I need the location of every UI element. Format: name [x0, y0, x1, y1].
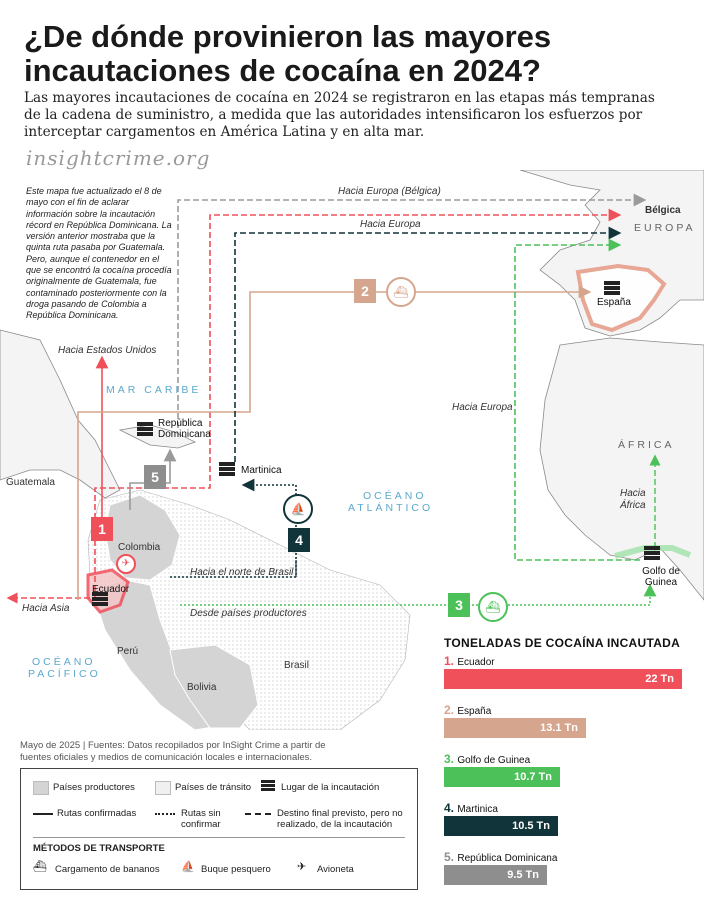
route-label-europa-belgica: Hacia Europa (Bélgica): [338, 186, 441, 197]
seizure-marker-ecuador: [92, 592, 108, 606]
airplane-icon: ✈: [116, 554, 136, 574]
fishing-boat-icon: ⛵: [181, 861, 195, 873]
seizure-marker-rep-dom: [137, 422, 153, 436]
update-note: Este mapa fue actualizado el 8 de mayo c…: [26, 186, 172, 321]
fishing-boat-icon: ⛵: [283, 494, 313, 524]
bar-category: Golfo de Guinea: [457, 755, 531, 766]
legend-label-buque: Buque pesquero: [201, 864, 271, 875]
bar-rank: 1.: [444, 654, 458, 668]
site-label-martinica: Martinica: [241, 465, 282, 476]
route-label-asia: Hacia Asia: [22, 603, 70, 614]
chart-title: TONELADAS DE COCAÍNA INCAUTADA: [444, 636, 681, 650]
bar-rank: 5.: [444, 850, 458, 864]
brand-logo: insightcrime.org: [26, 146, 211, 170]
route-3-golfo: [180, 583, 657, 606]
route-label-paises-productores: Desde países productores: [190, 608, 307, 619]
site-label-golfo: Golfo de Guinea: [642, 566, 680, 588]
route-badge-5: 5: [144, 465, 166, 489]
route-badge-4: 4: [288, 528, 310, 552]
sea-label-caribe: MAR CARIBE: [106, 384, 202, 396]
route-map: [0, 170, 704, 730]
legend-line-final-dest: [245, 813, 271, 815]
route-badge-1: 1: [91, 517, 113, 541]
seizure-marker-martinica: [219, 462, 235, 476]
banana-cargo-icon: ⛴: [478, 592, 508, 622]
airplane-icon: ✈: [297, 861, 307, 873]
route-label-europa-1: Hacia Europa: [360, 219, 421, 230]
page-subtitle: Las mayores incautaciones de cocaína en …: [24, 90, 655, 140]
route-3-europe: [514, 238, 640, 561]
bar-rank: 4.: [444, 801, 458, 815]
legend-label-bananos: Cargamento de bananos: [55, 864, 160, 875]
bolivia-country: [169, 644, 259, 729]
bar-1: 13.1 Tn: [444, 718, 586, 738]
country-label-belgica: Bélgica: [645, 205, 681, 216]
legend-label-productores: Países productores: [53, 782, 135, 793]
country-label-brasil: Brasil: [284, 660, 310, 671]
site-label-ecuador: Ecuador: [92, 584, 130, 595]
country-label-guatemala: Guatemala: [6, 477, 55, 488]
bar-3: 10.5 Tn: [444, 816, 558, 836]
route-badge-2: 2: [354, 279, 376, 303]
bar-category: Ecuador: [457, 657, 495, 668]
seizure-marker-espana: [604, 281, 620, 295]
legend-label-avioneta: Avioneta: [317, 864, 354, 875]
sea-label-pacifico-1: OCÉANO: [32, 656, 96, 668]
legend-methods-title: MÉTODOS DE TRANSPORTE: [33, 843, 165, 854]
route-label-africa: Hacia África: [620, 488, 646, 511]
legend-label-destino: Destino final previsto, pero no realizad…: [277, 808, 403, 830]
legend-label-confirmadas: Rutas confirmadas: [57, 808, 137, 819]
central-america-landmass: [0, 329, 121, 499]
legend-label-incautacion: Lugar de la incautación: [281, 782, 380, 793]
bar-rank: 2.: [444, 703, 458, 717]
sea-label-pacifico-2: PACÍFICO: [28, 668, 101, 680]
bar-4: 9.5 Tn: [444, 865, 547, 885]
banana-cargo-icon: ⛴: [386, 277, 416, 307]
route-4-europe: [234, 226, 622, 462]
map-legend: Países productores Países de tránsito Lu…: [20, 768, 418, 890]
site-label-espana: España: [597, 297, 631, 308]
bar-label-2: 3. Golfo de Guinea: [444, 752, 530, 766]
continent-label-africa: ÁFRICA: [618, 439, 675, 451]
bar-2: 10.7 Tn: [444, 767, 560, 787]
country-label-bolivia: Bolivia: [187, 682, 217, 693]
legend-label-sin-confirmar: Rutas sin confirmar: [181, 808, 221, 830]
bar-category: España: [457, 706, 492, 717]
site-label-rep-dom: República Dominicana: [158, 418, 211, 440]
legend-seizure-icon: [261, 780, 275, 794]
legend-divider: [33, 837, 405, 838]
sea-label-atlantico-2: ATLÁNTICO: [348, 502, 434, 514]
bar-label-3: 4. Martinica: [444, 801, 498, 815]
legend-swatch-productores: [33, 781, 49, 795]
legend-line-unconfirmed: [155, 813, 175, 815]
bar-category: Martinica: [457, 804, 498, 815]
banana-cargo-icon: ⛴: [33, 861, 47, 873]
route-5-europe: [177, 193, 647, 428]
legend-swatch-transito: [155, 781, 171, 795]
legend-line-confirmed: [33, 813, 53, 815]
seizure-marker-golfo: [644, 546, 660, 560]
bar-rank: 3.: [444, 752, 458, 766]
country-label-peru: Perú: [117, 646, 139, 657]
continent-label-europa: EUROPA: [634, 222, 696, 234]
route-label-norte-brasil: Hacia el norte de Brasil: [190, 567, 294, 578]
bar-label-0: 1. Ecuador: [444, 654, 495, 668]
spain-country: [575, 263, 667, 333]
route-label-europa-2: Hacia Europa: [452, 402, 513, 413]
country-label-colombia: Colombia: [118, 542, 161, 553]
bar-0: 22 Tn: [444, 669, 682, 689]
sea-label-atlantico-1: OCÉANO: [363, 490, 427, 502]
route-badge-3: 3: [448, 593, 470, 617]
source-note: Mayo de 2025 | Fuentes: Datos recopilado…: [20, 740, 326, 763]
bar-label-1: 2. España: [444, 703, 491, 717]
route-label-eeuu: Hacia Estados Unidos: [58, 345, 157, 356]
page-title: ¿De dónde provinieron las mayores incaut…: [24, 19, 552, 88]
legend-label-transito: Países de tránsito: [175, 782, 252, 793]
bar-label-4: 5. República Dominicana: [444, 850, 557, 864]
bar-category: República Dominicana: [457, 853, 558, 864]
